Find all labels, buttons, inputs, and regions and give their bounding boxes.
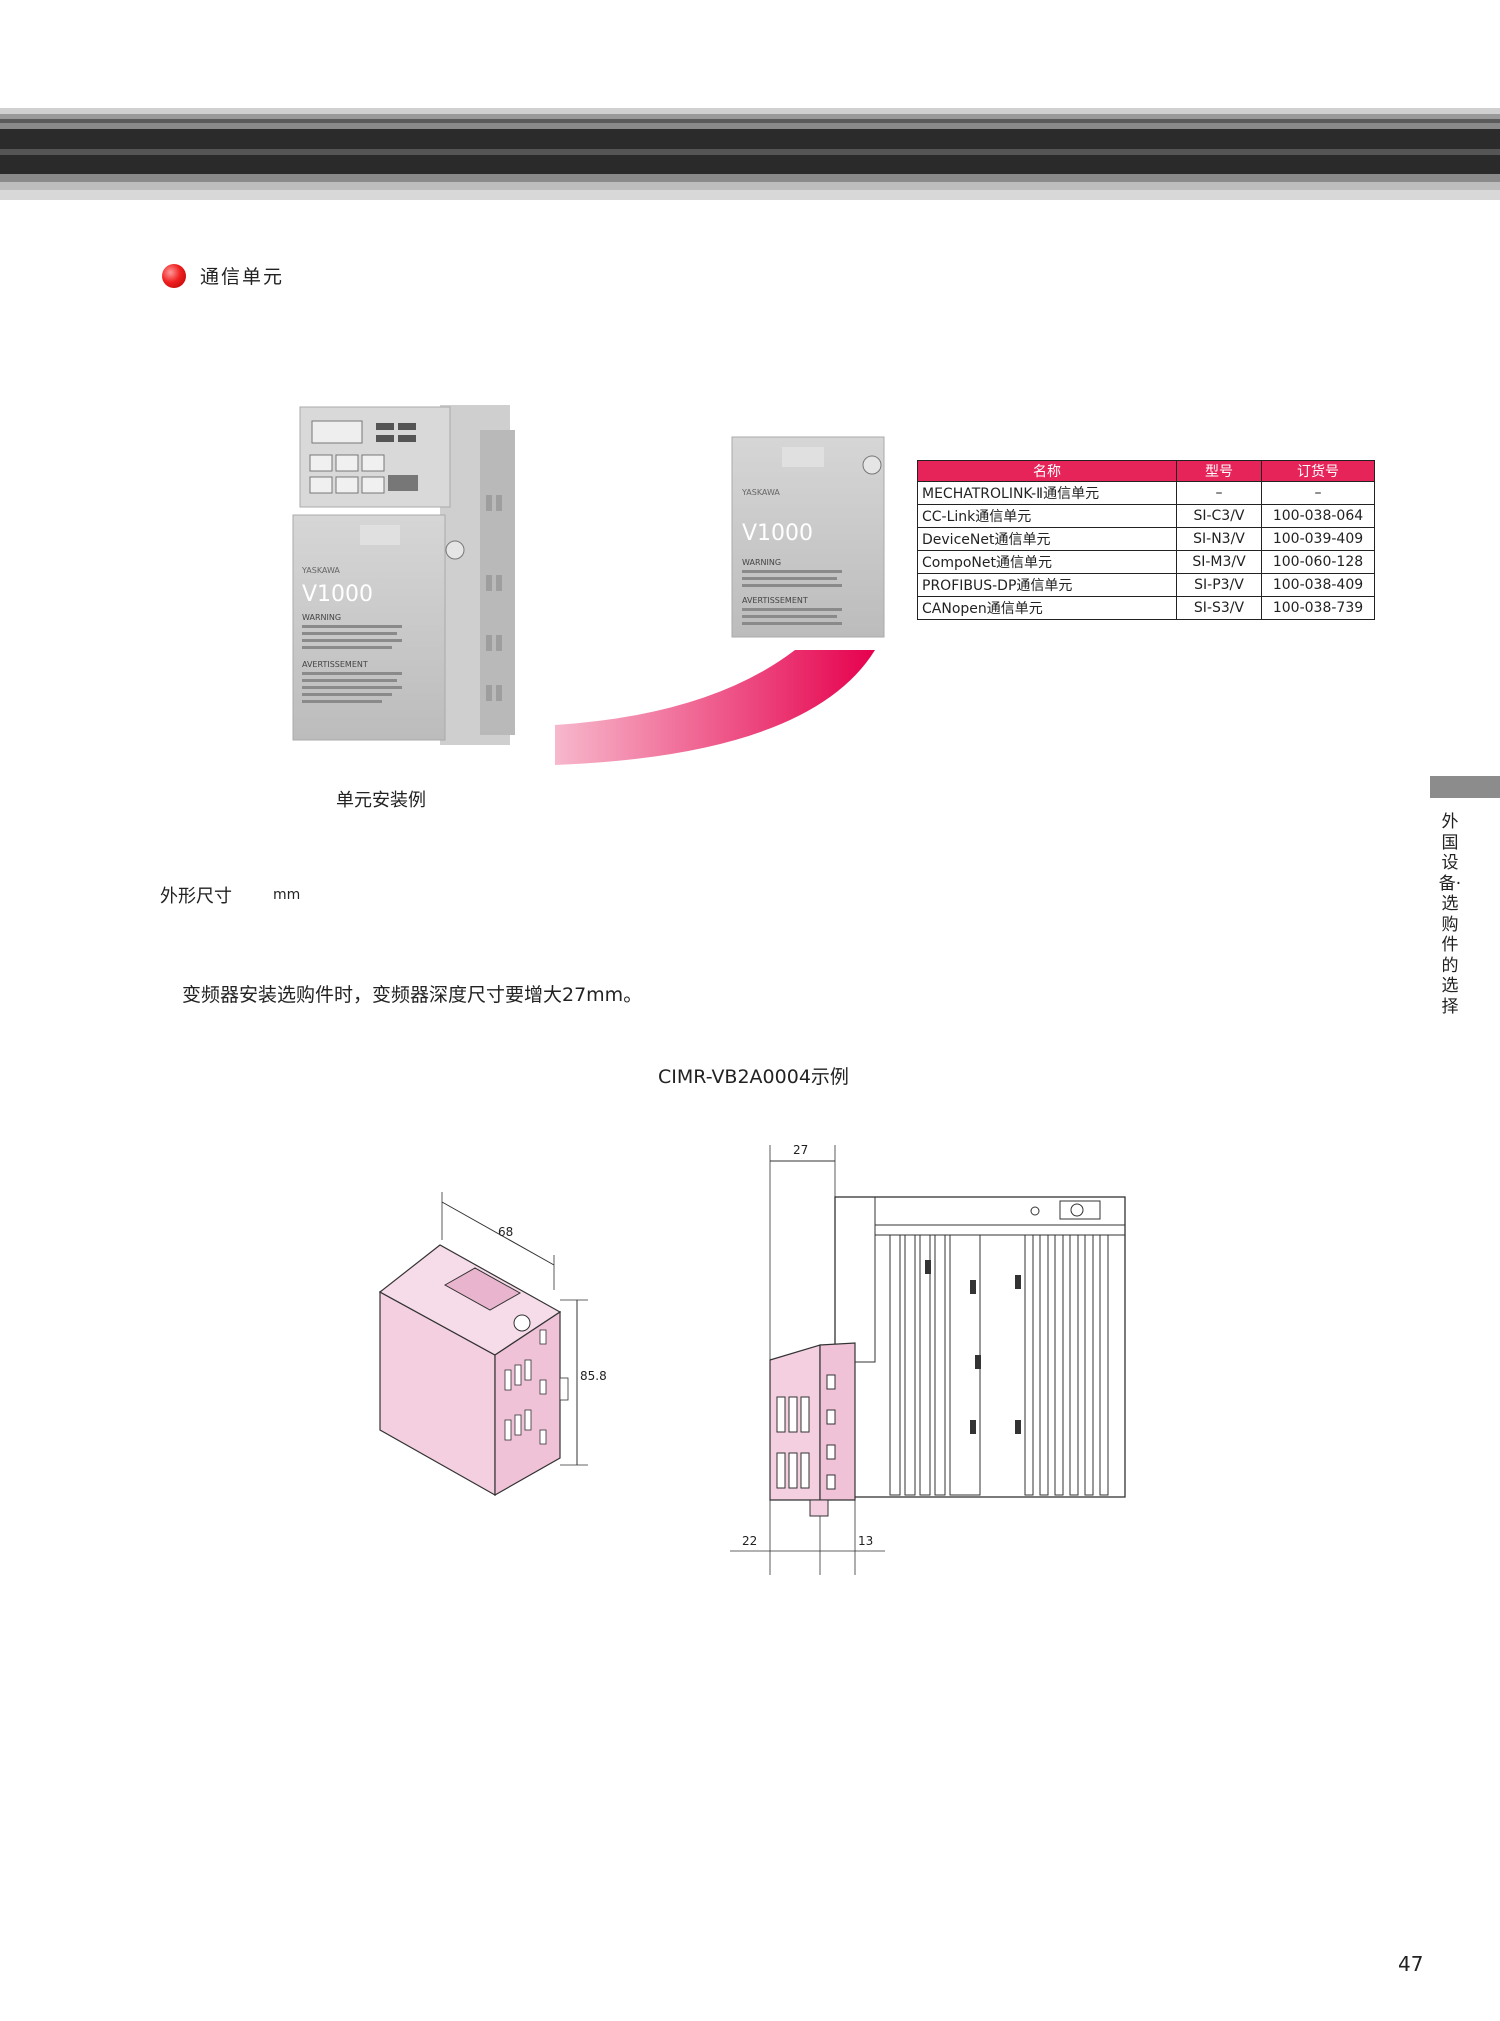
side-text: 外国设备·选购件的选择 [1438, 812, 1462, 1017]
table-header-row: 名称 型号 订货号 [917, 460, 1375, 482]
side-tab [1430, 776, 1500, 798]
example-caption: CIMR-VB2A0004示例 [658, 1066, 849, 1088]
cell-order: 100-038-409 [1261, 573, 1375, 597]
cell-model: SI-C3/V [1176, 504, 1262, 528]
cell-order: 100-039-409 [1261, 527, 1375, 551]
cell-order: 100-038-739 [1261, 596, 1375, 620]
dim-line-68 [441, 1201, 555, 1266]
table-row: DeviceNet通信单元 SI-N3/V 100-039-409 [917, 527, 1375, 551]
cell-model: SI-M3/V [1176, 550, 1262, 574]
side-drawing: 27 22 13 [730, 1143, 1126, 1575]
dim-label-27: 27 [793, 1143, 808, 1157]
cell-name: MECHATROLINK-Ⅱ通信单元 [917, 481, 1177, 505]
isometric-drawing: 68 85.8 [378, 1192, 607, 1497]
page-number: 47 [1398, 1952, 1424, 1976]
dim-label-13: 13 [858, 1534, 873, 1548]
svg-text:V1000: V1000 [742, 521, 813, 546]
cell-name: DeviceNet通信单元 [917, 527, 1177, 551]
cell-model: SI-S3/V [1176, 596, 1262, 620]
cell-order: 100-060-128 [1261, 550, 1375, 574]
depth-note: 变频器安装选购件时，变频器深度尺寸要增大27mm。 [182, 984, 643, 1006]
header-stripes [0, 108, 1500, 200]
svg-text:AVERTISSEMENT: AVERTISSEMENT [742, 596, 808, 605]
spec-table: 名称 型号 订货号 MECHATROLINK-Ⅱ通信单元 – – CC-Link… [917, 460, 1375, 620]
red-bullet-icon [162, 263, 186, 288]
cell-model: – [1176, 481, 1262, 505]
product-photo: YASKAWA V1000 WARNING AVERTISSEMENT YASK… [292, 405, 885, 765]
option-unit-side [769, 1342, 856, 1517]
table-row: CC-Link通信单元 SI-C3/V 100-038-064 [917, 504, 1375, 528]
th-model: 型号 [1176, 460, 1262, 482]
svg-text:WARNING: WARNING [302, 613, 341, 622]
dim-label-85-8: 85.8 [580, 1369, 607, 1383]
cell-model: SI-P3/V [1176, 573, 1262, 597]
th-name: 名称 [917, 460, 1177, 482]
inverter-photo: YASKAWA V1000 WARNING AVERTISSEMENT [292, 405, 515, 745]
pink-arc [555, 650, 875, 765]
section-title-text: 通信单元 [200, 266, 285, 288]
table-row: PROFIBUS-DP通信单元 SI-P3/V 100-038-409 [917, 573, 1375, 597]
photo-caption: 单元安装例 [336, 790, 426, 811]
cell-name: PROFIBUS-DP通信单元 [917, 573, 1177, 597]
th-order: 订货号 [1261, 460, 1375, 482]
section-title: 通信单元 [162, 262, 284, 289]
svg-text:YASKAWA: YASKAWA [301, 566, 340, 575]
cell-name: CompoNet通信单元 [917, 550, 1177, 574]
table-row: MECHATROLINK-Ⅱ通信单元 – – [917, 481, 1375, 505]
svg-text:V1000: V1000 [302, 582, 373, 607]
table-row: CANopen通信单元 SI-S3/V 100-038-739 [917, 596, 1375, 620]
table-row: CompoNet通信单元 SI-M3/V 100-060-128 [917, 550, 1375, 574]
dimensions-unit: mm [273, 887, 301, 903]
dimensions-title: 外形尺寸 [160, 886, 232, 907]
dim-label-22: 22 [742, 1534, 757, 1548]
dim-label-68: 68 [498, 1225, 513, 1239]
cell-order: – [1261, 481, 1375, 505]
cell-order: 100-038-064 [1261, 504, 1375, 528]
svg-text:YASKAWA: YASKAWA [741, 488, 780, 497]
svg-text:WARNING: WARNING [742, 558, 781, 567]
cell-name: CANopen通信单元 [917, 596, 1177, 620]
svg-text:AVERTISSEMENT: AVERTISSEMENT [302, 660, 368, 669]
cell-model: SI-N3/V [1176, 527, 1262, 551]
comm-unit-photo: YASKAWA V1000 WARNING AVERTISSEMENT [731, 436, 885, 638]
cell-name: CC-Link通信单元 [917, 504, 1177, 528]
